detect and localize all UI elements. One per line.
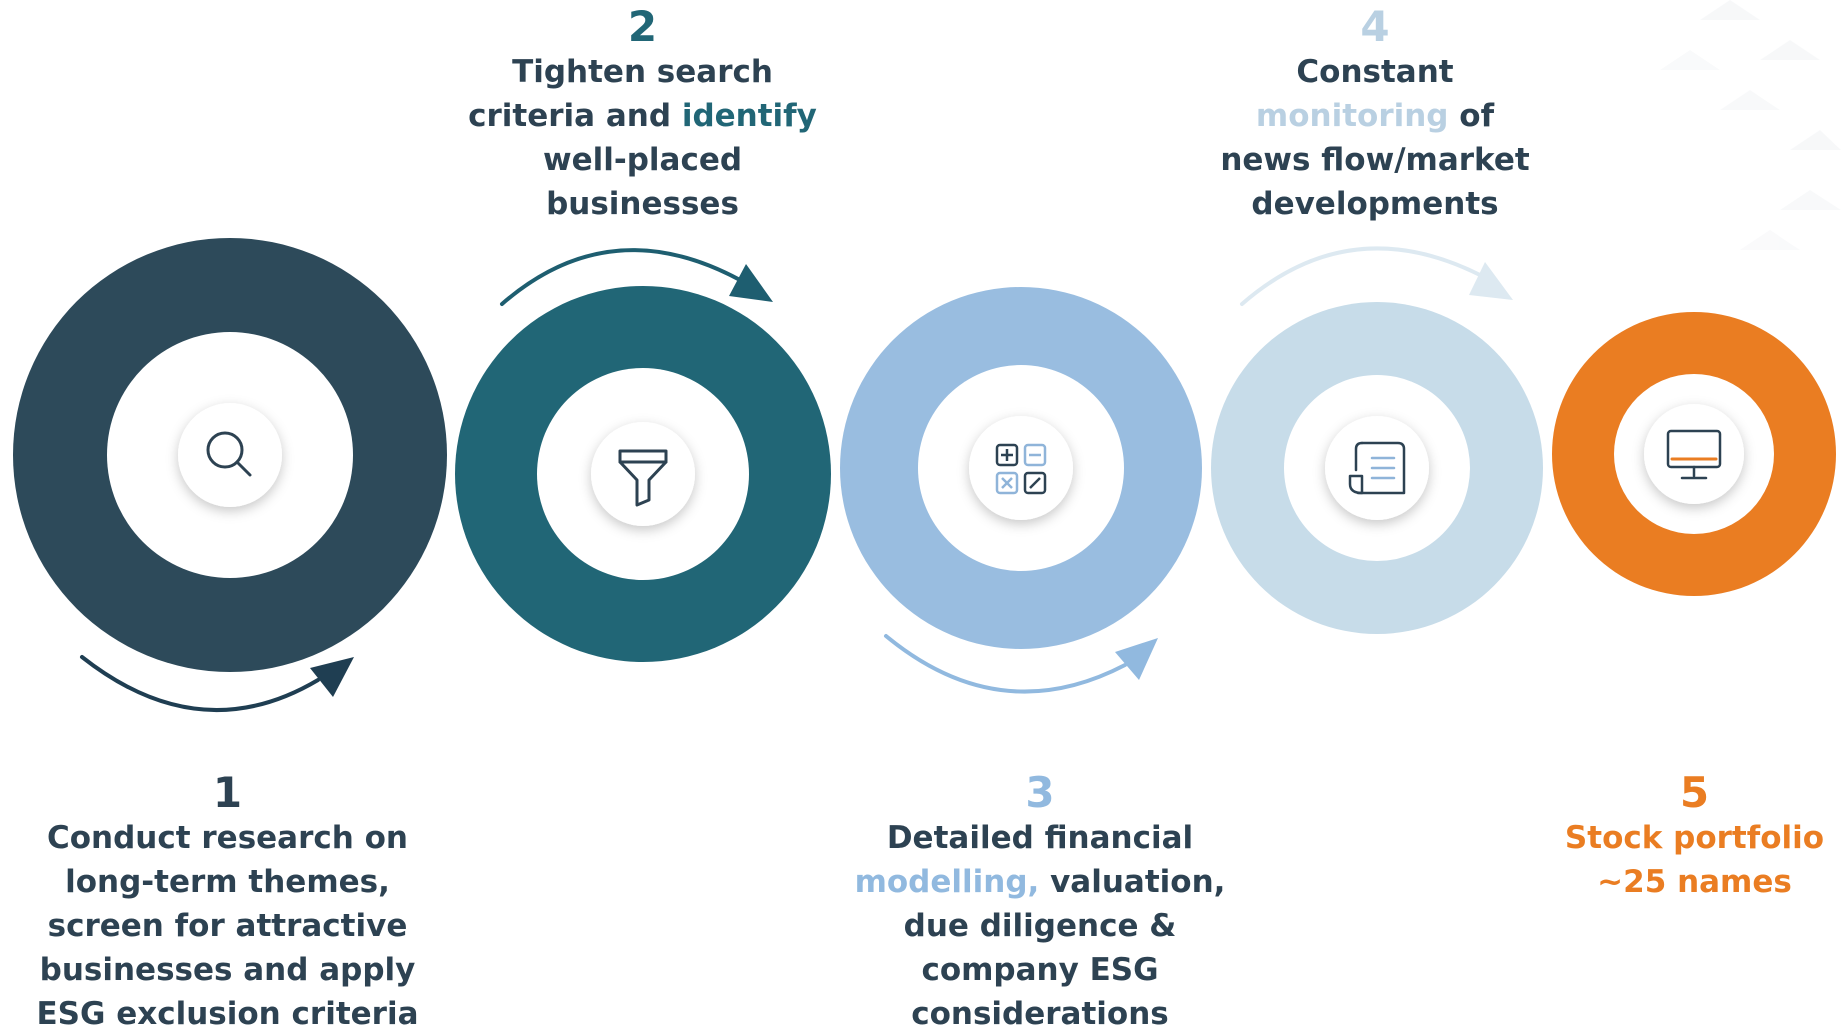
description-line: Stock portfolio — [1548, 816, 1841, 860]
description-line: company ESG — [830, 948, 1250, 992]
description-line: criteria and identify — [455, 94, 830, 138]
step-3-description: Detailed financial modelling, valuation, d… — [830, 816, 1250, 1036]
description-line: businesses and apply — [20, 948, 435, 992]
description-line: modelling, valuation, — [830, 860, 1250, 904]
step-2-ring — [455, 286, 831, 662]
monitor-icon — [1666, 429, 1722, 480]
text-segment: considerations — [911, 996, 1169, 1032]
step-1-description: Conduct research on long-term themes, scre… — [20, 816, 435, 1036]
description-line: screen for attractive — [20, 904, 435, 948]
emphasis-text: research — [201, 820, 354, 856]
text-segment: due diligence & — [903, 908, 1177, 944]
description-line: due diligence & — [830, 904, 1250, 948]
step-1-ring — [13, 238, 447, 672]
arrow-step-1 — [80, 655, 354, 713]
arrow-step-2 — [500, 248, 773, 306]
text-segment: Tighten search — [512, 54, 773, 90]
description-line: Constant — [1195, 50, 1555, 94]
description-line: long-term themes, — [20, 860, 435, 904]
emphasis-text: monitoring — [1255, 98, 1449, 134]
filter-icon — [618, 449, 668, 507]
text-segment: businesses — [546, 186, 739, 222]
text-segment: for attractive — [163, 908, 408, 944]
text-segment: on — [353, 820, 408, 856]
description-line: well-placed — [455, 138, 830, 182]
description-line: news flow/market — [1195, 138, 1555, 182]
search-icon — [206, 431, 252, 477]
step-5-number: 5 — [1679, 768, 1710, 817]
description-line: Conduct research on — [20, 816, 435, 860]
step-3-text: 3 Detailed financial modelling, valuation… — [830, 770, 1250, 1036]
step-5-text: 5 Stock portfolio ~25 names — [1548, 770, 1841, 904]
step-4-ring — [1211, 302, 1543, 634]
text-segment: well-placed — [542, 142, 743, 178]
background-pattern — [1660, 0, 1841, 250]
step-3-ring — [840, 287, 1202, 649]
text-segment: long-term themes, — [65, 864, 390, 900]
text-segment: businesses and apply — [39, 952, 416, 988]
description-line: ~25 names — [1548, 860, 1841, 904]
text-segment: Constant — [1296, 54, 1454, 90]
description-line: ESG exclusion criteria — [20, 992, 435, 1036]
emphasis-text: screen — [47, 908, 164, 944]
description-line: Tighten search — [455, 50, 830, 94]
description-line: considerations — [830, 992, 1250, 1036]
step-2-number: 2 — [627, 2, 658, 51]
step-5-description: Stock portfolio ~25 names — [1548, 816, 1841, 904]
text-segment: company ESG — [921, 952, 1159, 988]
text-segment: news flow/market — [1220, 142, 1530, 178]
step-2-description: Tighten search criteria and identify well-… — [455, 50, 830, 226]
document-icon — [1348, 441, 1406, 495]
description-line: Detailed financial — [830, 816, 1250, 860]
step-5-ring — [1552, 312, 1836, 596]
emphasis-text: modelling, — [854, 864, 1040, 900]
step-3-number: 3 — [1025, 768, 1055, 817]
text-segment: ESG exclusion criteria — [36, 996, 419, 1032]
step-2-text: 2 Tighten search criteria and identify wel… — [455, 4, 830, 226]
text-segment: of — [1448, 98, 1495, 134]
text-segment: Detailed financial — [886, 820, 1194, 856]
arrow-step-4 — [1240, 246, 1513, 306]
step-1-text: 1 Conduct research on long-term themes, sc… — [20, 770, 435, 1036]
emphasis-text: identify — [681, 98, 817, 134]
emphasis-text: Stock portfolio — [1564, 820, 1825, 856]
text-segment: valuation, — [1039, 864, 1226, 900]
step-4-description: Constant monitoring of news flow/market dev… — [1195, 50, 1555, 226]
description-line: businesses — [455, 182, 830, 226]
arrow-step-3 — [884, 634, 1158, 694]
calculator-icon — [995, 443, 1047, 495]
description-line: monitoring of — [1195, 94, 1555, 138]
text-segment: criteria and — [468, 98, 682, 134]
step-1-number: 1 — [212, 768, 243, 817]
description-line: developments — [1195, 182, 1555, 226]
step-4-number: 4 — [1360, 2, 1390, 51]
emphasis-text: ~25 names — [1597, 864, 1792, 900]
step-4-text: 4 Constant monitoring of news flow/market d… — [1195, 4, 1555, 226]
text-segment: Conduct — [47, 820, 202, 856]
text-segment: developments — [1251, 186, 1499, 222]
